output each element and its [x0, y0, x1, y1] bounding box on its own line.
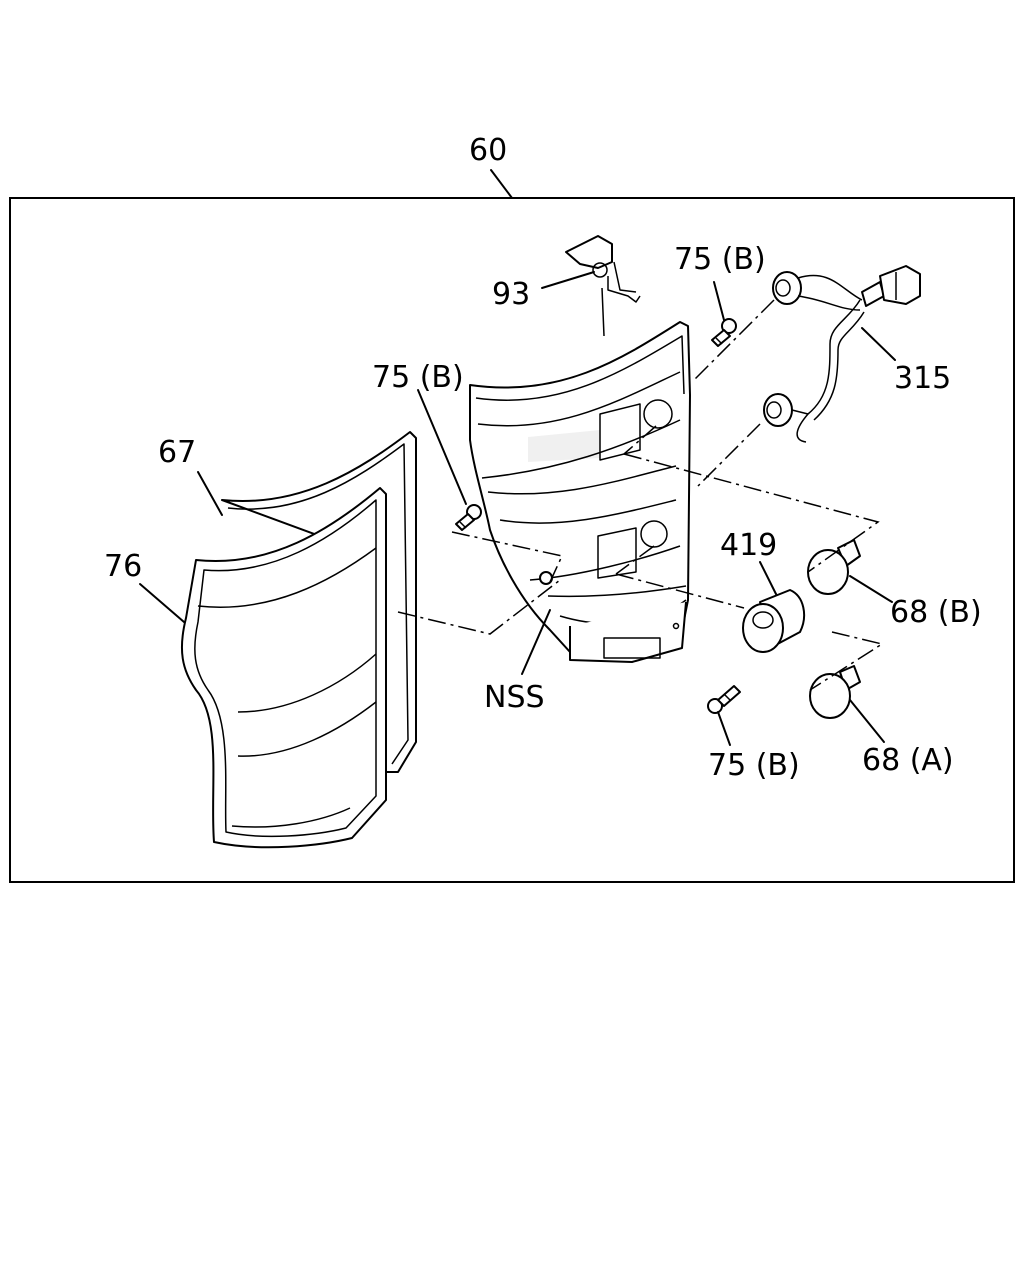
leader-68a — [849, 699, 885, 743]
label-75b-bottom[interactable]: 75 (B) — [708, 748, 800, 783]
label-68a[interactable]: 68 (A) — [862, 743, 954, 778]
assembly-lines — [397, 299, 884, 691]
label-67[interactable]: 67 — [158, 435, 196, 470]
lamp-housing[interactable] — [469, 321, 691, 663]
assembly-leader — [490, 169, 513, 199]
lens-part[interactable] — [180, 431, 417, 849]
bulb-68a[interactable] — [809, 665, 861, 719]
label-419[interactable]: 419 — [720, 528, 777, 563]
leader-nss — [521, 609, 551, 675]
wiring-harness[interactable] — [763, 265, 921, 443]
label-76[interactable]: 76 — [104, 549, 142, 584]
leader-75b-top — [713, 281, 725, 321]
screw-left[interactable] — [455, 504, 482, 531]
leader-75b-left — [417, 389, 467, 505]
label-68b[interactable]: 68 (B) — [890, 595, 982, 630]
label-93[interactable]: 93 — [492, 277, 530, 312]
screw-top[interactable] — [711, 318, 737, 347]
screw-bottom[interactable] — [707, 685, 741, 714]
leader-76 — [139, 583, 185, 623]
leader-315 — [861, 327, 896, 361]
label-nss[interactable]: NSS — [484, 680, 545, 715]
label-75b-top[interactable]: 75 (B) — [674, 242, 766, 277]
label-60[interactable]: 60 — [469, 133, 507, 168]
leader-75b-bottom — [717, 711, 731, 746]
bracket-93[interactable] — [565, 235, 641, 337]
leader-419 — [759, 561, 777, 595]
bulb-68b[interactable] — [807, 539, 861, 595]
leader-68b — [849, 575, 893, 603]
socket-419[interactable] — [742, 589, 806, 653]
nss-nut[interactable] — [539, 571, 553, 585]
label-75b-left[interactable]: 75 (B) — [372, 360, 464, 395]
leader-67 — [197, 471, 223, 516]
label-315[interactable]: 315 — [894, 361, 951, 396]
leader-93 — [541, 271, 595, 289]
